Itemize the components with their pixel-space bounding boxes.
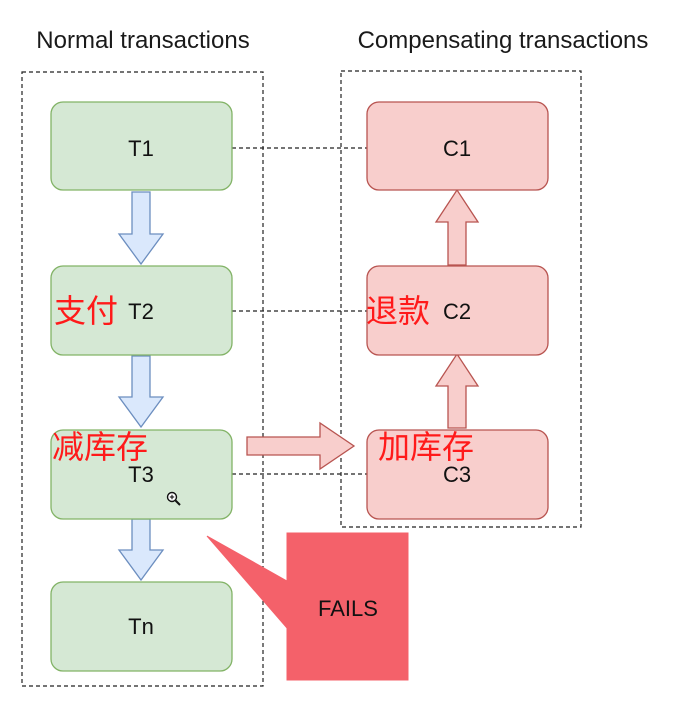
up-arrow-c3-c2 [434, 352, 480, 429]
down-arrow-t1-t2 [117, 191, 165, 266]
fails-callout [206, 532, 409, 681]
zoom-in-cursor-icon [166, 491, 181, 506]
box-c1-label: C1 [443, 136, 471, 161]
box-c2-label: C2 [443, 299, 471, 324]
box-tn-label: Tn [128, 614, 154, 639]
box-tn [50, 581, 233, 672]
box-t2-label: T2 [128, 299, 154, 324]
annotation-t2-payment: 支付 [54, 292, 118, 330]
normal-transactions-heading: Normal transactions [36, 27, 249, 54]
up-arrow-c2-c1 [434, 188, 480, 266]
right-arrow-t3-c3 [246, 421, 356, 471]
box-t2 [50, 265, 233, 356]
compensating-transactions-heading: Compensating transactions [358, 27, 649, 54]
down-arrow-t2-t3 [117, 355, 165, 429]
annotation-c3-add-stock: 加库存 [378, 428, 474, 466]
box-c3-label: C3 [443, 462, 471, 487]
normal-transactions-group [21, 71, 264, 687]
compensating-transactions-group [340, 70, 582, 528]
box-c1 [366, 101, 549, 191]
box-t3 [50, 429, 233, 520]
annotation-t3-reduce-stock: 减库存 [52, 428, 148, 466]
box-t1 [50, 101, 233, 191]
box-t3-label: T3 [128, 462, 154, 487]
box-c3 [366, 429, 549, 520]
annotation-c2-refund: 退款 [366, 292, 430, 330]
down-arrow-t3-tn [117, 518, 165, 582]
box-t1-label: T1 [128, 136, 154, 161]
fails-label: FAILS [318, 596, 378, 621]
box-c2 [366, 265, 549, 356]
